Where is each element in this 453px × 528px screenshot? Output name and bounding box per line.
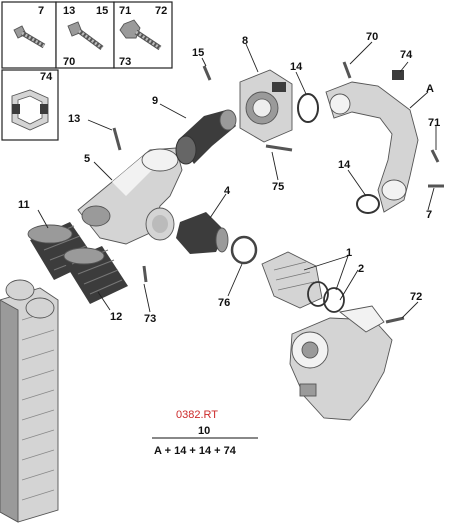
kit-number: 10 bbox=[198, 425, 210, 437]
bolt-75 bbox=[265, 144, 293, 152]
intake-pipe-9 bbox=[175, 109, 237, 165]
callout-14-lower: 14 bbox=[338, 159, 351, 171]
bolt-72 bbox=[385, 316, 405, 324]
callout-75: 75 bbox=[272, 181, 284, 193]
legend-box-7: 7 bbox=[1, 1, 57, 69]
pipe-1 bbox=[261, 251, 323, 309]
bolt-icon bbox=[13, 25, 46, 49]
hose-12 bbox=[63, 246, 128, 304]
legend-box-74: 74 bbox=[1, 69, 59, 141]
callout-5: 5 bbox=[84, 153, 90, 165]
clamp-76 bbox=[230, 235, 258, 265]
callout-12: 12 bbox=[110, 311, 122, 323]
legend-label-15: 15 bbox=[96, 5, 108, 17]
callout-70: 70 bbox=[366, 31, 378, 43]
callout-15: 15 bbox=[192, 47, 204, 59]
callout-2: 2 bbox=[358, 263, 364, 275]
callout-1: 1 bbox=[346, 247, 352, 259]
callout-74: 74 bbox=[400, 49, 413, 61]
clip-icon bbox=[11, 89, 49, 131]
bolt-70 bbox=[342, 61, 352, 79]
flange-bolt-icon bbox=[67, 21, 104, 51]
seal-2b bbox=[323, 287, 345, 313]
bolt-15 bbox=[202, 65, 212, 81]
throttle-body-8 bbox=[239, 69, 293, 143]
intake-manifold-5 bbox=[77, 147, 183, 245]
seal-14-lower bbox=[356, 194, 380, 214]
legend-label-70: 70 bbox=[63, 56, 75, 68]
callout-9: 9 bbox=[152, 95, 158, 107]
seal-14-upper bbox=[297, 93, 319, 123]
clip-74 bbox=[392, 70, 404, 80]
legend-box-71-72-73: 71 72 73 bbox=[113, 1, 173, 69]
reference-code: 0382.RT bbox=[176, 409, 218, 421]
legend-label-13: 13 bbox=[63, 5, 75, 17]
hex-bolt-icon bbox=[119, 19, 162, 51]
bolt-73 bbox=[142, 265, 148, 283]
legend-label-72: 72 bbox=[155, 5, 167, 17]
air-pipe-A bbox=[325, 70, 419, 213]
callout-8: 8 bbox=[242, 35, 248, 47]
callout-72: 72 bbox=[410, 291, 422, 303]
legend-label-7: 7 bbox=[38, 5, 44, 17]
callout-73: 73 bbox=[144, 313, 156, 325]
legend-box-13-15-70: 13 15 70 bbox=[55, 1, 115, 69]
callout-13: 13 bbox=[68, 113, 80, 125]
legend-label-71: 71 bbox=[119, 5, 131, 17]
callout-4: 4 bbox=[224, 185, 231, 197]
bolt-13 bbox=[112, 127, 122, 151]
callout-71: 71 bbox=[428, 117, 440, 129]
bolt-71 bbox=[430, 149, 440, 163]
callout-14-upper: 14 bbox=[290, 61, 303, 73]
hose-4 bbox=[176, 212, 229, 254]
callout-11: 11 bbox=[18, 199, 30, 211]
turbocharger bbox=[289, 305, 393, 421]
callout-A: A bbox=[426, 83, 434, 95]
callout-76: 76 bbox=[218, 297, 230, 309]
leader-lines bbox=[37, 41, 437, 439]
legend-label-74: 74 bbox=[40, 71, 53, 83]
seal-2a bbox=[307, 281, 329, 307]
callout-7: 7 bbox=[426, 209, 432, 221]
kit-formula: A + 14 + 14 + 74 bbox=[154, 445, 237, 457]
intercooler bbox=[0, 279, 59, 523]
legend-label-73: 73 bbox=[119, 56, 131, 68]
